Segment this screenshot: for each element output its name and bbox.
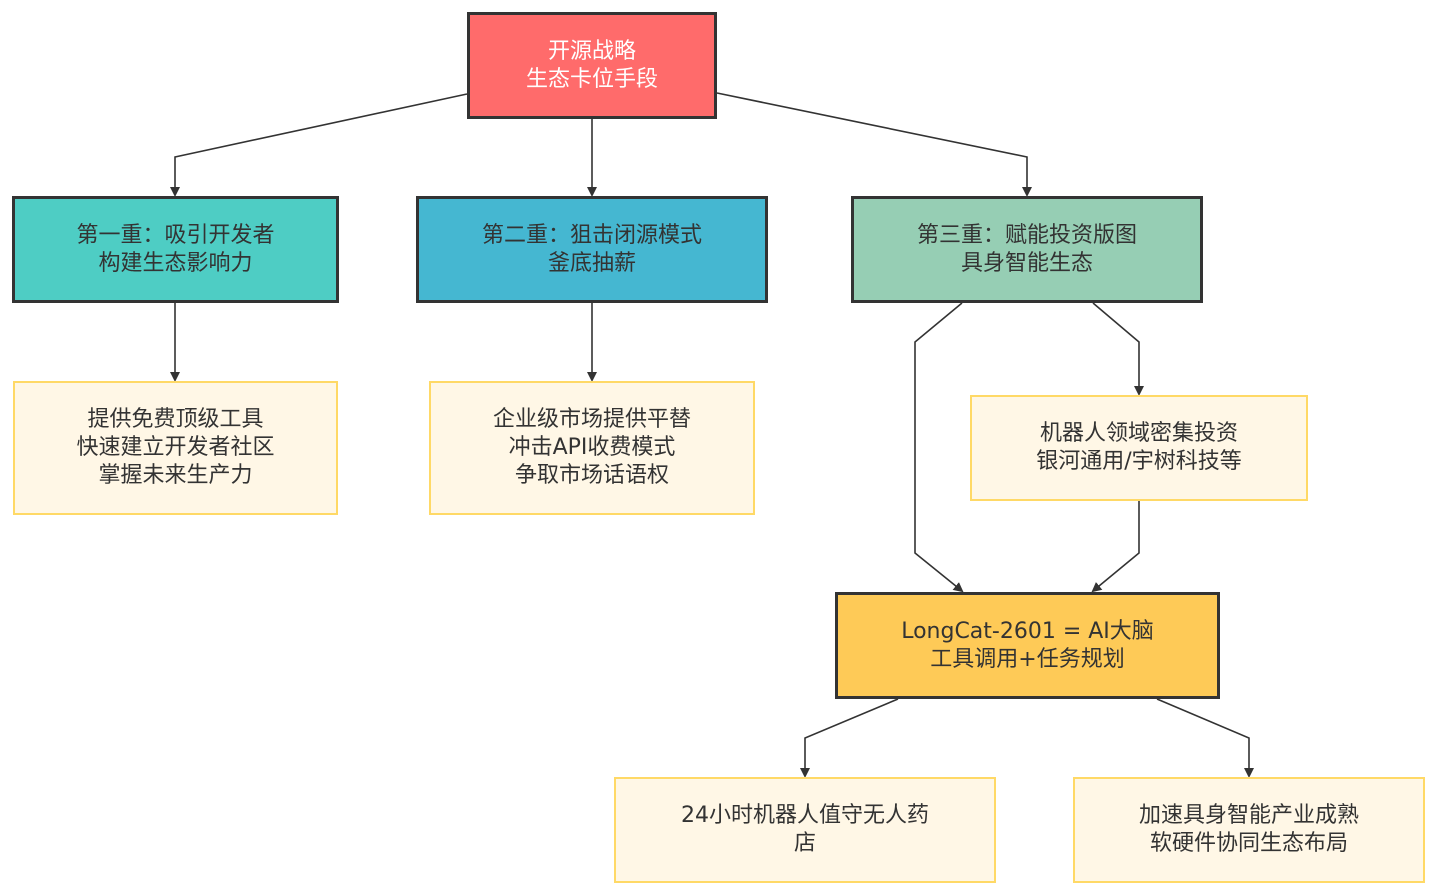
node-line: 软硬件协同生态布局 (1149, 831, 1348, 856)
node-line: 机器人领域密集投资 (1039, 421, 1238, 446)
edge-layer3-to-detail3 (1092, 302, 1144, 396)
node-line: 构建生态影响力 (98, 250, 253, 276)
node-line: 工具调用+任务规划 (930, 646, 1125, 672)
edge-detail3-to-longcat (1091, 501, 1140, 593)
detail3-node: 机器人领域密集投资 银河通用/宇树科技等 (970, 395, 1308, 501)
layer3-node: 第三重：赋能投资版图 具身智能生态 (851, 196, 1203, 303)
node-line: 开源战略 (547, 38, 636, 64)
outcome1-node: 24小时机器人值守无人药 店 (614, 777, 996, 883)
node-line: 第三重：赋能投资版图 (916, 222, 1137, 248)
node-line: 第一重：吸引开发者 (76, 222, 275, 248)
node-line: 釜底抽薪 (547, 250, 636, 276)
edge-root-to-layer1 (170, 93, 468, 197)
longcat-node: LongCat-2601 = AI大脑 工具调用+任务规划 (835, 592, 1220, 699)
node-line: 冲击API收费模式 (508, 435, 676, 460)
edge-longcat-to-outcome2 (1156, 698, 1254, 778)
node-line: LongCat-2601 = AI大脑 (901, 618, 1154, 644)
layer2-node: 第二重：狙击闭源模式 釜底抽薪 (416, 196, 768, 303)
node-line: 企业级市场提供平替 (492, 407, 691, 432)
edge-root-to-layer3 (716, 92, 1032, 197)
root-node: 开源战略 生态卡位手段 (467, 12, 717, 119)
node-line: 24小时机器人值守无人药 (681, 803, 929, 828)
outcome2-node: 加速具身智能产业成熟 软硬件协同生态布局 (1073, 777, 1425, 883)
node-line: 具身智能生态 (960, 250, 1093, 276)
node-line: 生态卡位手段 (525, 66, 658, 92)
node-line: 争取市场话语权 (514, 463, 669, 488)
node-line: 银河通用/宇树科技等 (1036, 449, 1242, 474)
node-line: 店 (793, 831, 816, 856)
node-line: 提供免费顶级工具 (87, 407, 264, 432)
edge-layer3-to-longcat (914, 302, 964, 593)
node-line: 掌握未来生产力 (98, 463, 253, 488)
edge-longcat-to-outcome1 (800, 698, 899, 778)
node-line: 快速建立开发者社区 (76, 435, 275, 460)
node-line: 第二重：狙击闭源模式 (481, 222, 702, 248)
detail1-node: 提供免费顶级工具 快速建立开发者社区 掌握未来生产力 (13, 381, 338, 515)
node-line: 加速具身智能产业成熟 (1138, 803, 1359, 828)
detail2-node: 企业级市场提供平替 冲击API收费模式 争取市场话语权 (429, 381, 755, 515)
layer1-node: 第一重：吸引开发者 构建生态影响力 (12, 196, 339, 303)
